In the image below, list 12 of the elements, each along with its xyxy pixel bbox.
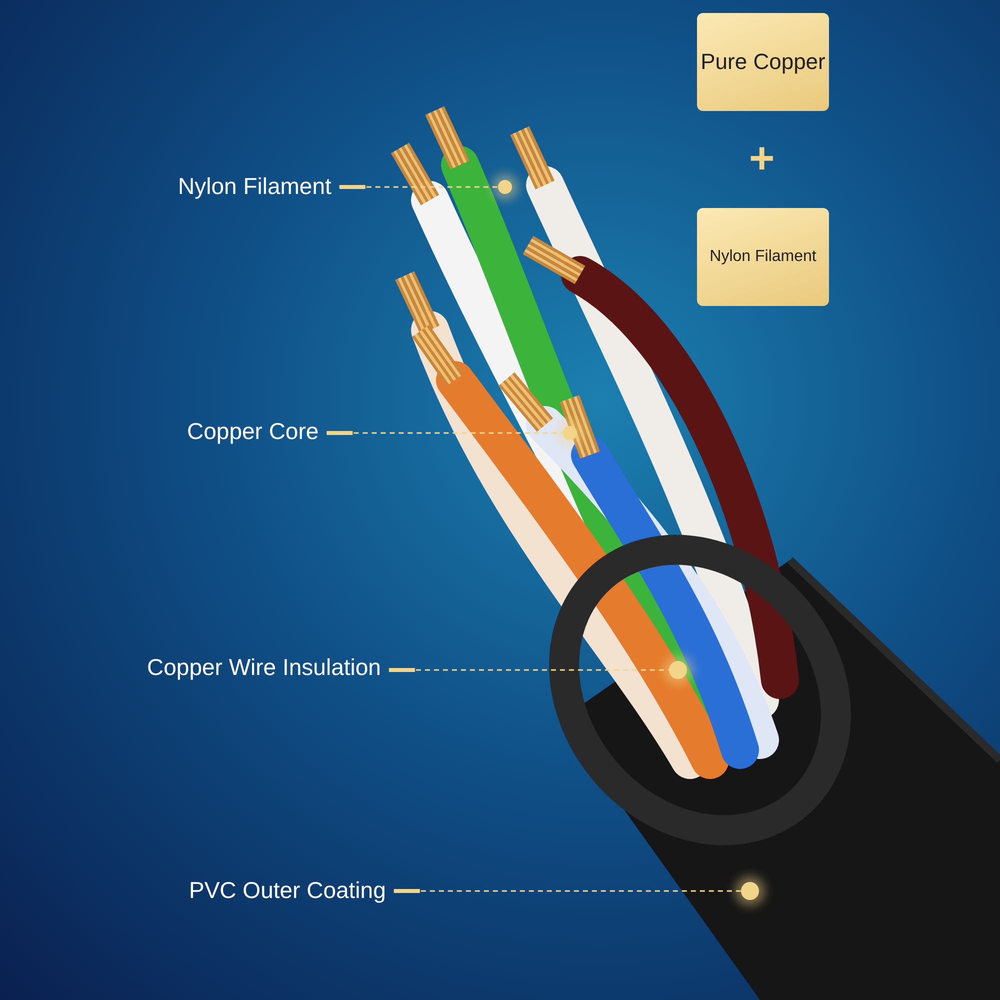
material-card: Nylon Filament xyxy=(697,208,829,306)
material-card: Pure Copper xyxy=(697,13,829,111)
callout-label: Nylon Filament xyxy=(178,172,332,200)
callout-label: PVC Outer Coating xyxy=(189,876,386,904)
leader-line xyxy=(339,185,498,189)
leader-line xyxy=(326,431,563,435)
leader-line xyxy=(388,668,669,672)
marker-dot xyxy=(498,180,512,194)
callout-label: Copper Core xyxy=(187,417,319,445)
callout-label: Copper Wire Insulation xyxy=(147,653,381,681)
leader-line xyxy=(394,889,741,893)
plus-sign: + xyxy=(749,137,775,181)
